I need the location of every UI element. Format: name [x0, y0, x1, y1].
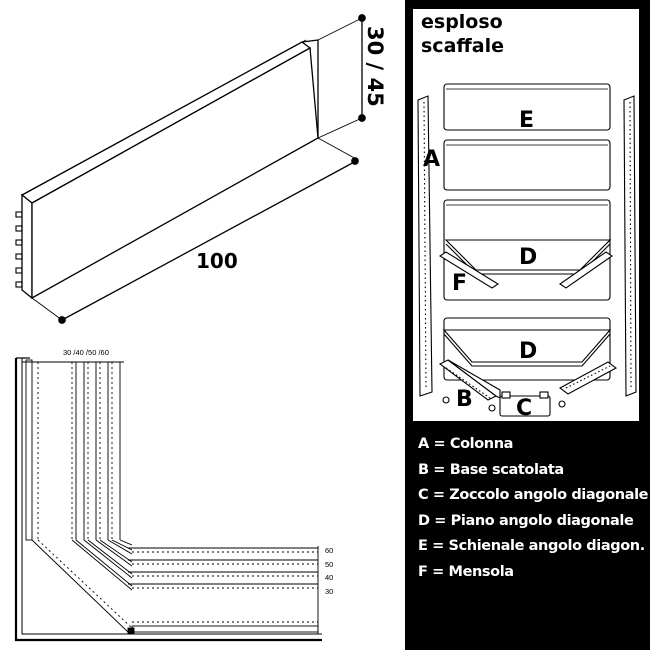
corner-side-label-30: 30	[325, 587, 333, 596]
corner-side-label-60: 60	[325, 546, 333, 555]
legend-item-a: A = Colonna	[418, 436, 514, 452]
legend-item-c: C = Zoccolo angolo diagonale	[418, 487, 649, 504]
legend-item-b: B = Base scatolata	[418, 461, 564, 478]
legend-item-f: F = Mensola	[418, 563, 514, 580]
height-dimension-label: 30 / 45	[363, 26, 387, 107]
exploded-view-box	[413, 9, 639, 421]
parts-legend: A = Colonna B = Base scatolata C = Zocco…	[418, 432, 650, 586]
corner-top-depth-labels: 30 /40 /50 /60	[63, 348, 109, 357]
width-dimension-dot-left	[58, 316, 66, 324]
height-dimension-dot-bottom	[358, 114, 366, 122]
corner-outer-wall	[14, 358, 322, 642]
corner-diagonal	[31, 539, 133, 633]
exploded-view-title-line2: scaffale	[421, 35, 505, 57]
height-dimension-dot-top	[358, 14, 366, 22]
width-dimension-line	[61, 159, 359, 321]
back-panel-hooks	[15, 211, 23, 288]
corner-plan-diagram	[14, 357, 322, 642]
exploded-view-title-line1: esploso	[421, 11, 503, 33]
back-panel-top-edge	[301, 39, 319, 43]
width-dimension-dot-right	[351, 157, 359, 165]
corner-side-label-40: 40	[325, 573, 333, 582]
back-panel-side-face	[21, 193, 33, 300]
legend-item-e: E = Schienale angolo diagon.	[418, 538, 645, 555]
corner-left-arm	[22, 359, 124, 541]
back-panel-diagram	[15, 14, 366, 324]
exploded-view-title: esploso scaffale	[421, 10, 571, 58]
corner-side-label-50: 50	[325, 560, 333, 569]
legend-item-d: D = Piano angolo diagonale	[418, 512, 634, 529]
width-dimension-label: 100	[196, 249, 238, 273]
back-panel-lip	[25, 39, 307, 194]
corner-bottom-arm	[127, 546, 319, 635]
corner-inner-wall	[21, 358, 322, 635]
